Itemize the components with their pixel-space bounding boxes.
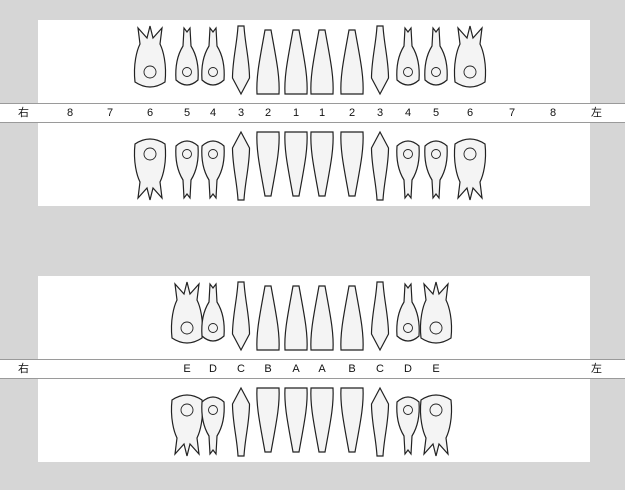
deciduous-lower-teeth-row xyxy=(0,380,625,460)
permanent-upper-incisor-tooth xyxy=(341,30,363,94)
deciduous-lower-incisor-tooth xyxy=(341,388,363,452)
left-side-label: 左 xyxy=(591,362,602,377)
deciduous-upper-canine-tooth xyxy=(233,282,250,350)
tooth-number-4: 5 xyxy=(175,106,199,121)
tooth-letter-1: E xyxy=(175,362,199,377)
tooth-number-15: 7 xyxy=(500,106,524,121)
permanent-lower-incisor-tooth xyxy=(341,132,363,196)
tooth-letter-4: B xyxy=(256,362,280,377)
tooth-number-5: 4 xyxy=(201,106,225,121)
tooth-number-8: 1 xyxy=(284,106,308,121)
permanent-lower-canine-tooth xyxy=(372,132,389,200)
deciduous-upper-incisor-tooth xyxy=(285,286,307,350)
permanent-lower-canine-tooth xyxy=(233,132,250,200)
permanent-lower-incisor-tooth xyxy=(285,132,307,196)
tooth-letter-3: C xyxy=(229,362,253,377)
deciduous-upper-incisor-tooth xyxy=(311,286,333,350)
tooth-number-10: 2 xyxy=(340,106,364,121)
permanent-upper-incisor-tooth xyxy=(285,30,307,94)
tooth-number-14: 6 xyxy=(458,106,482,121)
tooth-number-12: 4 xyxy=(396,106,420,121)
deciduous-lower-canine-tooth xyxy=(233,388,250,456)
tooth-letter-10: E xyxy=(424,362,448,377)
permanent-lower-incisor-tooth xyxy=(257,132,279,196)
tooth-number-16: 8 xyxy=(541,106,565,121)
tooth-number-3: 6 xyxy=(138,106,162,121)
tooth-letter-8: C xyxy=(368,362,392,377)
tooth-number-1: 8 xyxy=(58,106,82,121)
deciduous-lower-incisor-tooth xyxy=(311,388,333,452)
deciduous-lower-incisor-tooth xyxy=(285,388,307,452)
tooth-number-9: 1 xyxy=(310,106,334,121)
tooth-letter-2: D xyxy=(201,362,225,377)
deciduous-lower-incisor-tooth xyxy=(257,388,279,452)
tooth-letter-6: A xyxy=(310,362,334,377)
deciduous-upper-incisor-tooth xyxy=(257,286,279,350)
deciduous-upper-canine-tooth xyxy=(372,282,389,350)
permanent-upper-canine-tooth xyxy=(233,26,250,94)
deciduous-upper-incisor-tooth xyxy=(341,286,363,350)
permanent-upper-incisor-tooth xyxy=(257,30,279,94)
tooth-number-6: 3 xyxy=(229,106,253,121)
right-side-label: 右 xyxy=(18,106,29,121)
permanent-upper-incisor-tooth xyxy=(311,30,333,94)
tooth-letter-9: D xyxy=(396,362,420,377)
permanent-lower-teeth-row xyxy=(0,124,625,204)
tooth-number-7: 2 xyxy=(256,106,280,121)
permanent-upper-teeth-row xyxy=(0,22,625,102)
permanent-upper-canine-tooth xyxy=(372,26,389,94)
left-side-label: 左 xyxy=(591,106,602,121)
tooth-number-11: 3 xyxy=(368,106,392,121)
tooth-letter-7: B xyxy=(340,362,364,377)
deciduous-lower-canine-tooth xyxy=(372,388,389,456)
tooth-number-2: 7 xyxy=(98,106,122,121)
deciduous-upper-teeth-row xyxy=(0,278,625,358)
right-side-label: 右 xyxy=(18,362,29,377)
tooth-number-13: 5 xyxy=(424,106,448,121)
permanent-lower-incisor-tooth xyxy=(311,132,333,196)
tooth-letter-5: A xyxy=(284,362,308,377)
